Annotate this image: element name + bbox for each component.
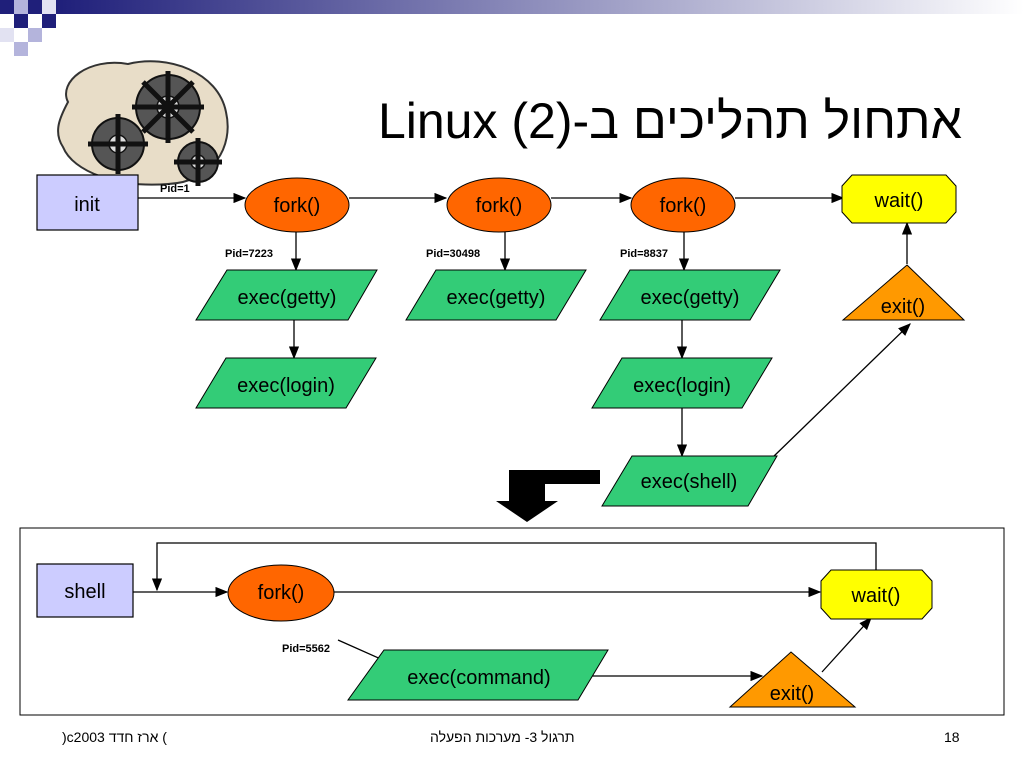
exec-getty-node: exec(getty) [195, 269, 378, 321]
fork-label: fork() [258, 582, 305, 604]
pid-label: Pid=1 [160, 183, 190, 195]
pid-label: Pid=8837 [620, 248, 668, 260]
exit-label: exit() [881, 296, 925, 318]
fork-label: fork() [660, 195, 707, 217]
slide-title: אתחול תהליכים ב-Linux (2) [377, 93, 962, 149]
exit-node: exit() [728, 651, 857, 708]
shell-label: shell [64, 581, 105, 603]
pid-label: Pid=5562 [282, 643, 330, 655]
exec-label: exec(login) [237, 375, 335, 397]
exec-getty-node: exec(getty) [599, 269, 781, 321]
fork-label: fork() [476, 195, 523, 217]
gears-icon [57, 60, 229, 186]
exec-command-node: exec(command) [347, 649, 609, 701]
footer-copyright: )c2003 ארז חדד ( [62, 729, 167, 745]
exec-shell-node: exec(shell) [601, 455, 778, 507]
exec-login-node: exec(login) [195, 357, 377, 409]
fork-label: fork() [274, 195, 321, 217]
page-number: 18 [944, 729, 960, 745]
wait-node: wait() [841, 174, 957, 224]
wait-label: wait() [874, 190, 924, 212]
bottom-connectors [133, 542, 877, 682]
exec-label: exec(shell) [641, 471, 738, 493]
exec-label: exec(getty) [238, 287, 337, 309]
init-label: init [74, 194, 100, 216]
fork-node: fork() [446, 177, 552, 233]
exit-label: exit() [770, 683, 814, 705]
pid-label: Pid=30498 [426, 248, 480, 260]
pid-label: Pid=7223 [225, 248, 273, 260]
shell-box: shell [36, 563, 134, 618]
exit-node: exit() [841, 264, 966, 321]
init-box: init [36, 174, 139, 231]
bottom-frame [19, 527, 1005, 716]
fork-node: fork() [244, 177, 350, 233]
exec-getty-node: exec(getty) [405, 269, 587, 321]
exec-label: exec(command) [407, 667, 550, 689]
fork-node: fork() [630, 177, 736, 233]
exec-login-node: exec(login) [591, 357, 773, 409]
exec-label: exec(getty) [447, 287, 546, 309]
top-connectors [138, 192, 913, 459]
transition-arrow-bar [509, 470, 600, 484]
wait-label: wait() [851, 585, 901, 607]
exec-label: exec(login) [633, 375, 731, 397]
footer-course: תרגול 3- מערכות הפעלה [430, 729, 575, 745]
exec-label: exec(getty) [641, 287, 740, 309]
wait-node: wait() [820, 569, 933, 620]
fork-node: fork() [227, 564, 335, 622]
